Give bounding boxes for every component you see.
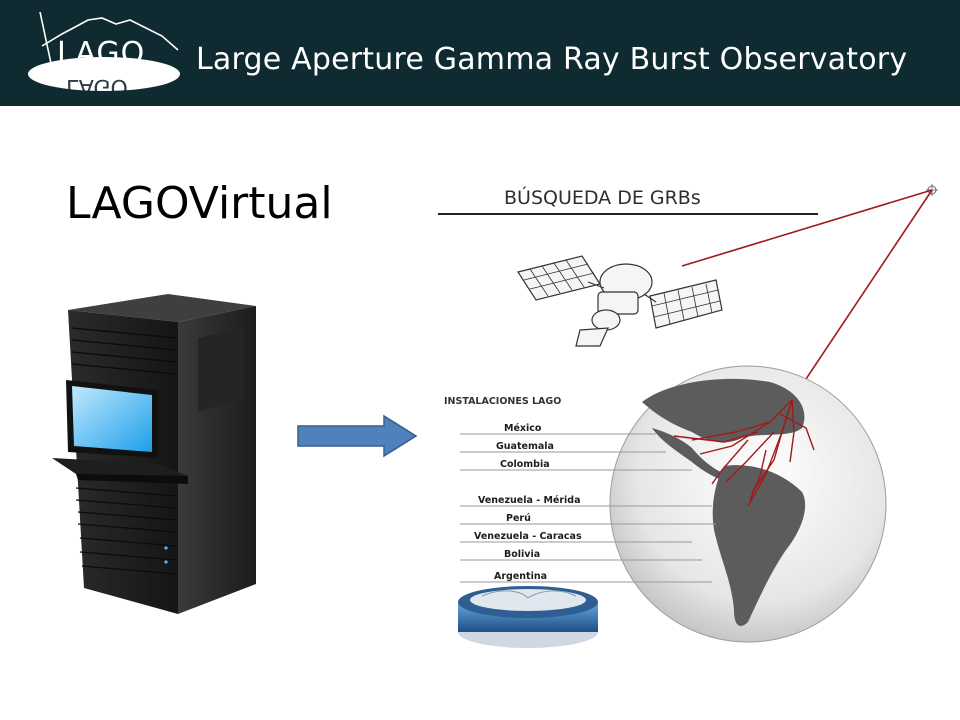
logo-wordmark: LAGO: [57, 36, 146, 71]
lago-logo: LAGO: [28, 11, 180, 99]
server-rack-image: [52, 294, 256, 614]
installation-label: Argentina: [494, 571, 547, 582]
slide-title: LAGOVirtual: [66, 178, 333, 229]
installation-label: México: [504, 423, 542, 434]
header-title: Large Aperture Gamma Ray Burst Observato…: [196, 42, 908, 77]
header-bar: LAGO LAGO Large Aperture Gamma Ray Burst…: [0, 0, 960, 106]
installation-label: Venezuela - Caracas: [474, 531, 582, 542]
installation-leader-lines: [460, 433, 716, 583]
cosmic-ray-shower: [673, 399, 815, 507]
installation-label: Bolivia: [504, 549, 540, 560]
satellite-icon: [517, 255, 723, 347]
installation-label: Venezuela - Mérida: [478, 495, 581, 506]
svg-text:LAGO: LAGO: [66, 74, 128, 99]
grb-search-diagram: BÚSQUEDA DE GRBs: [438, 184, 938, 648]
installation-label: Perú: [506, 513, 531, 524]
installations-heading: INSTALACIONES LAGO: [444, 396, 561, 407]
flow-arrow: [297, 414, 418, 458]
installation-label: Colombia: [500, 459, 550, 470]
water-cherenkov-detector-icon: [458, 586, 598, 648]
installation-label: Guatemala: [496, 441, 554, 452]
diagram-heading: BÚSQUEDA DE GRBs: [504, 185, 701, 209]
rack-slots: [71, 327, 177, 575]
